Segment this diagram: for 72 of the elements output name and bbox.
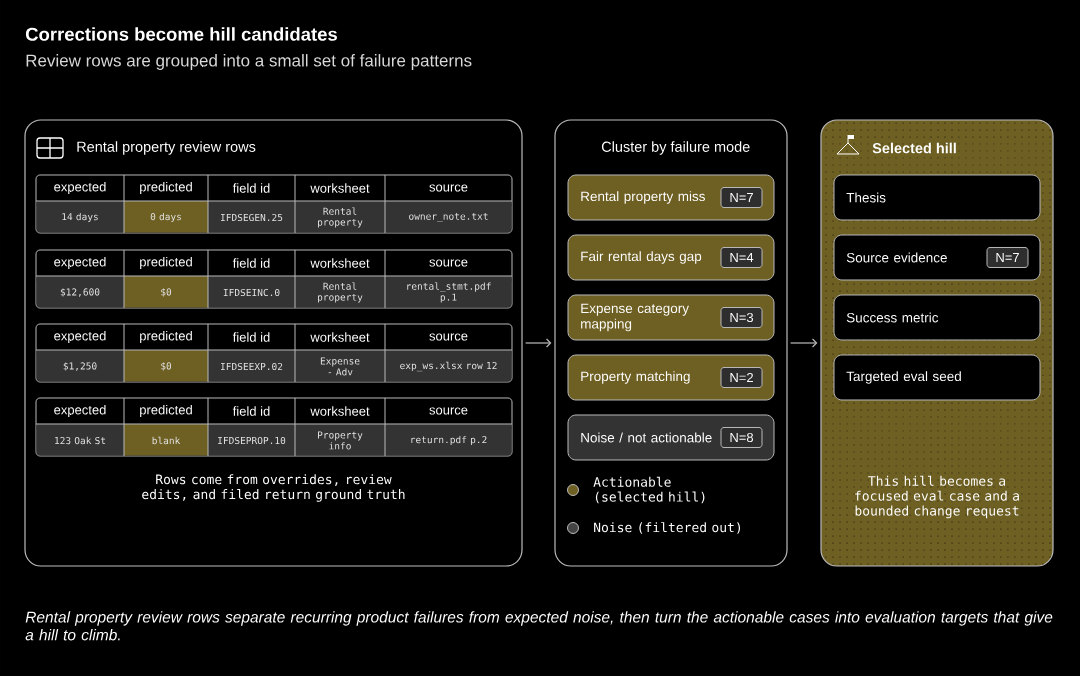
table-cell: exp_ws.xlsx row 12: [400, 361, 497, 372]
count-badge: N=7: [986, 247, 1029, 268]
table-cell: $0: [161, 362, 172, 371]
count-badge: N=3: [720, 307, 763, 328]
column-header: source: [429, 259, 468, 267]
cluster-box: Property matching N=2: [567, 354, 775, 401]
count-badge: N=2: [720, 367, 763, 388]
column-header: field id: [232, 406, 270, 416]
table-cell: blank: [152, 436, 181, 445]
table-cell: $1,250: [63, 362, 97, 371]
column-header: predicted: [140, 404, 192, 418]
table-cell: rental_stmt.pdf p.1: [407, 282, 491, 303]
table-cell: 14 days: [62, 212, 98, 223]
cluster-box: Rental property miss N=7: [567, 174, 775, 221]
column-header: worksheet: [310, 258, 370, 268]
panel-note: This hill becomes a focused eval case and a bounded change request: [855, 475, 1019, 519]
column-header: source: [429, 184, 468, 192]
table-cell: owner_note.txt: [409, 213, 488, 222]
table-cell: $12,600: [60, 288, 100, 297]
column-header: worksheet: [310, 183, 370, 193]
column-header: predicted: [140, 256, 192, 270]
column-header: source: [429, 407, 468, 415]
table-cell: return.pdf p.2: [411, 435, 487, 446]
cluster-box: Fair rental days gap N=4: [567, 234, 775, 281]
column-header: source: [429, 333, 468, 341]
review-table: [35, 174, 513, 234]
column-header: field id: [232, 258, 270, 268]
panel: [836, 134, 1019, 519]
hill-item-box: Success metric: [833, 294, 1041, 341]
column-header: worksheet: [310, 406, 370, 416]
table-cell: Expense - Adv: [320, 357, 360, 376]
review-table: [35, 397, 513, 457]
table-cell: IFDSEGEN.25: [220, 213, 283, 222]
subtitle: Review rows are grouped into a small set of failure patterns: [26, 54, 472, 70]
count-badge: N=8: [720, 427, 763, 448]
title: Corrections become hill candidates: [25, 27, 337, 41]
table-cell: Rental property: [318, 207, 363, 228]
panel-heading: Rental property review rows: [77, 141, 256, 155]
panel-note: Rows come from overrides, review edits, and filed return ground truth: [142, 474, 405, 502]
hill-item-box: Targeted eval seed: [833, 354, 1041, 401]
table-cell: $0: [161, 288, 172, 297]
count-badge: N=7: [720, 187, 763, 208]
column-header: predicted: [140, 181, 192, 195]
panel-heading: Cluster by failure mode: [601, 141, 750, 155]
column-header: expected: [54, 181, 106, 195]
panel-heading: Selected hill: [872, 142, 956, 154]
column-header: predicted: [140, 330, 192, 344]
count-badge: N=4: [720, 247, 763, 268]
caption: Rental property review rows separate recurring product failures from expected noise, then turn the actionable cases into evaluation targets that give a hill to climb.: [25, 611, 1053, 641]
table-cell: 123 Oak St: [55, 436, 106, 445]
column-header: expected: [54, 404, 106, 418]
cluster-box: Expense category mapping N=3: [567, 294, 775, 341]
table-cell: 0 days: [150, 212, 181, 223]
arrow: [790, 338, 818, 348]
column-header: expected: [54, 256, 106, 270]
legend-item: Noise (filtered out): [567, 522, 741, 534]
review-table: [35, 323, 513, 383]
hill-item-box: Thesis: [833, 174, 1041, 221]
column-header: field id: [232, 332, 270, 342]
column-header: field id: [232, 183, 270, 193]
table-cell: IFDSEINC.0: [223, 288, 280, 297]
cluster-box: Noise / not actionable N=8: [567, 414, 775, 461]
table-cell: IFDSEEXP.02: [220, 362, 283, 371]
column-header: worksheet: [310, 332, 370, 342]
arrow: [525, 338, 552, 348]
review-table: [35, 249, 513, 309]
table-cell: IFDSEPROP.10: [218, 436, 286, 445]
hill-item-box: Source evidence N=7: [833, 234, 1041, 281]
table-cell: Rental property: [318, 282, 363, 303]
column-header: expected: [54, 330, 106, 344]
legend-item: Actionable (selected hill): [567, 476, 705, 504]
table-cell: Property info: [318, 431, 363, 450]
